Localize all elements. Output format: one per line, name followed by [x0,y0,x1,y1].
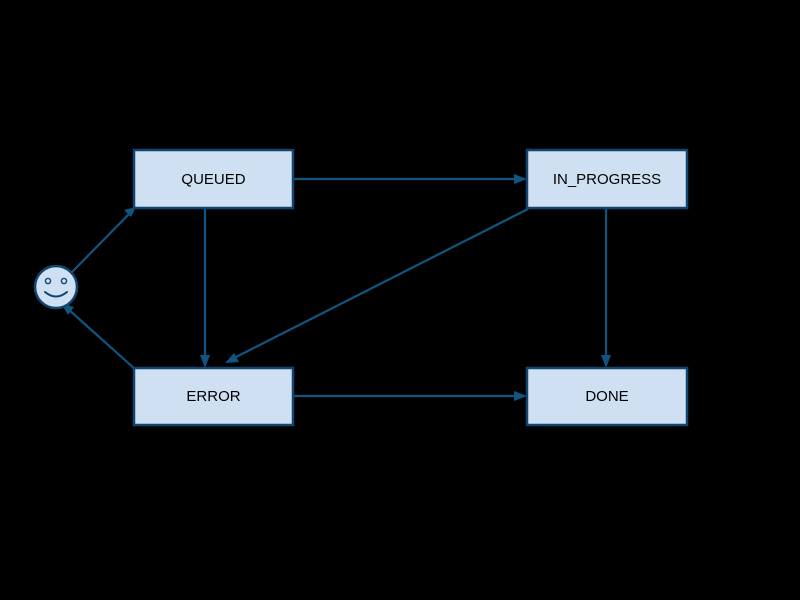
edge-in-progress-to-done-arrowhead [601,355,611,368]
edge-queued-to-in-progress-arrowhead [514,174,527,184]
edge-queued-to-error[interactable] [200,208,210,368]
node-done[interactable]: DONE [525,366,689,427]
smiley-mouth-icon [44,291,68,298]
node-in-progress[interactable]: IN_PROGRESS [525,148,689,210]
edge-error-to-start[interactable] [61,303,137,371]
edge-error-to-done[interactable] [293,391,527,401]
edge-in-progress-to-error-line [233,208,529,359]
edge-error-to-done-arrowhead [514,391,527,401]
smiley-face-outline [33,264,79,310]
smiley-right-eye-icon [60,277,68,285]
node-error-box [132,366,295,427]
edge-in-progress-to-error-arrowhead [225,353,239,363]
node-in-progress-box [525,148,689,210]
node-error[interactable]: ERROR [132,366,295,427]
edge-start-to-queued-line [71,212,131,273]
edge-in-progress-to-done[interactable] [601,208,611,368]
edge-in-progress-to-error[interactable] [225,208,529,363]
edge-error-to-start-line [67,308,137,371]
start-node-smiley[interactable] [33,264,79,310]
node-queued[interactable]: QUEUED [132,148,295,210]
smiley-left-eye-icon [44,277,52,285]
node-done-box [525,366,689,427]
edge-queued-to-in-progress[interactable] [293,174,527,184]
edge-start-to-queued-arrowhead [124,207,136,217]
edge-queued-to-error-arrowhead [200,355,210,368]
node-queued-box [132,148,295,210]
edge-start-to-queued[interactable] [71,207,136,273]
